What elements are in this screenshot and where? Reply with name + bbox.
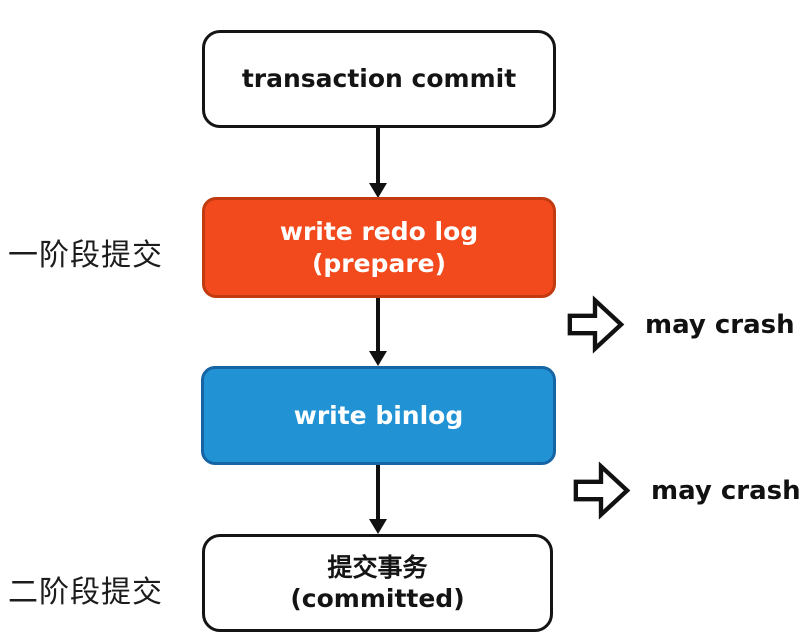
flow-arrow-3 xyxy=(369,465,387,534)
node-transaction-commit: transaction commit xyxy=(202,30,556,128)
node-write-binlog-label: write binlog xyxy=(293,400,464,430)
arrow-shaft xyxy=(376,465,380,519)
node-commit-transaction-line2: (committed) xyxy=(290,584,465,613)
node-write-binlog: write binlog xyxy=(201,366,556,465)
crash-label-1: may crash xyxy=(645,309,795,340)
node-commit-transaction-line1: 提交事务 xyxy=(327,552,428,582)
arrow-head-icon xyxy=(369,183,387,198)
arrow-shaft xyxy=(376,298,380,351)
flow-arrow-2 xyxy=(369,298,387,366)
block-right-arrow-icon xyxy=(567,295,625,354)
flow-arrow-1 xyxy=(369,128,387,198)
node-transaction-commit-label: transaction commit xyxy=(241,64,517,94)
crash-annotation-2: may crash xyxy=(571,461,800,520)
node-commit-transaction: 提交事务 (committed) xyxy=(202,534,553,632)
node-write-redo-log: write redo log (prepare) xyxy=(202,197,556,298)
phase2-label: 二阶段提交 xyxy=(8,575,163,610)
node-write-redo-log-line1: write redo log xyxy=(279,217,479,247)
phase1-label: 一阶段提交 xyxy=(8,238,163,273)
node-write-redo-log-line2: (prepare) xyxy=(311,248,447,278)
crash-annotation-1: may crash xyxy=(565,295,795,354)
block-right-arrow-icon xyxy=(573,461,631,520)
arrow-head-icon xyxy=(369,351,387,366)
crash-label-2: may crash xyxy=(651,475,800,506)
arrow-head-icon xyxy=(369,519,387,534)
arrow-shaft xyxy=(376,128,380,183)
